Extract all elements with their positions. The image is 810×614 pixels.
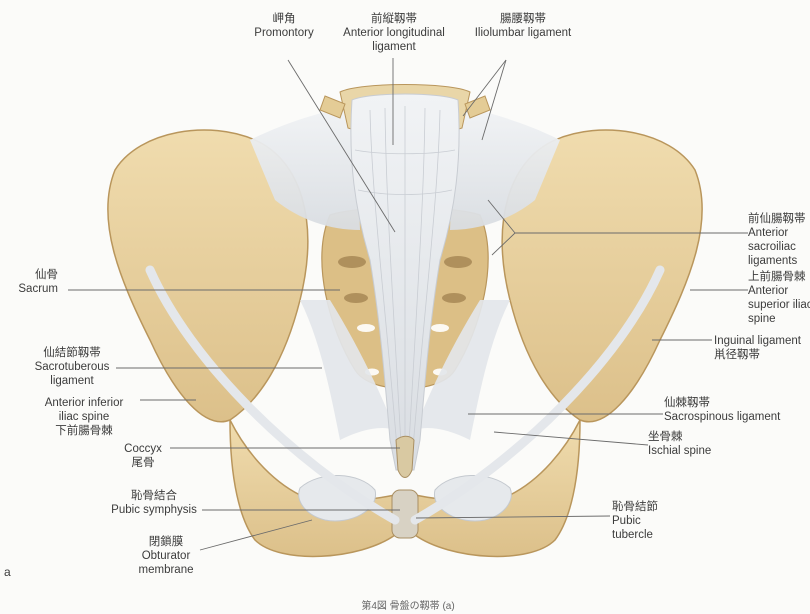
right-ilium — [501, 129, 703, 423]
label-sacrotuberous-ligament: 仙結節靱帯 Sacrotuberous ligament — [34, 347, 110, 387]
label-promontory: 岬角 Promontory — [254, 13, 314, 39]
label-coccyx: Coccyx 尾骨 — [124, 443, 162, 469]
coccyx-bone — [395, 435, 415, 478]
right-pubis — [414, 419, 581, 558]
label-anterior-longitudinal-ligament: 前縦靱帯 Anterior longitudinal ligament — [343, 13, 445, 53]
label-anterior-inferior-iliac-spine: Anterior inferior iliac spine 下前腸骨棘 — [44, 397, 124, 437]
label-anterior-superior-iliac-spine: 上前腸骨棘 Anterior superior iliac spine — [748, 271, 810, 325]
pubic-symphysis-disc — [391, 489, 419, 539]
label-sacrospinous-ligament: 仙棘靱帯 Sacrospinous ligament — [664, 397, 781, 423]
label-anterior-sacroiliac-ligaments: 前仙腸靱帯 Anterior sacroiliac ligaments — [748, 213, 806, 267]
label-obturator-membrane: 閉鎖膜 Obturator membrane — [138, 536, 194, 576]
label-pubic-tubercle: 恥骨結節 Pubic tubercle — [612, 501, 658, 541]
leader-lines — [68, 58, 748, 551]
label-pubic-symphysis: 恥骨結合 Pubic symphysis — [111, 490, 197, 516]
figure-caption: 第4図 骨盤の靱帯 (a) — [361, 601, 455, 612]
figure-letter: a — [4, 565, 11, 579]
label-inguinal-ligament: Inguinal ligament 鼡径靱帯 — [714, 335, 801, 361]
label-iliolumbar-ligament: 腸腰靱帯 Iliolumbar ligament — [474, 13, 572, 39]
left-ilium — [107, 129, 309, 423]
label-sacrum: 仙骨 Sacrum — [18, 269, 58, 295]
left-pubis — [229, 419, 396, 558]
label-ischial-spine: 坐骨棘 Ischial spine — [648, 431, 712, 457]
